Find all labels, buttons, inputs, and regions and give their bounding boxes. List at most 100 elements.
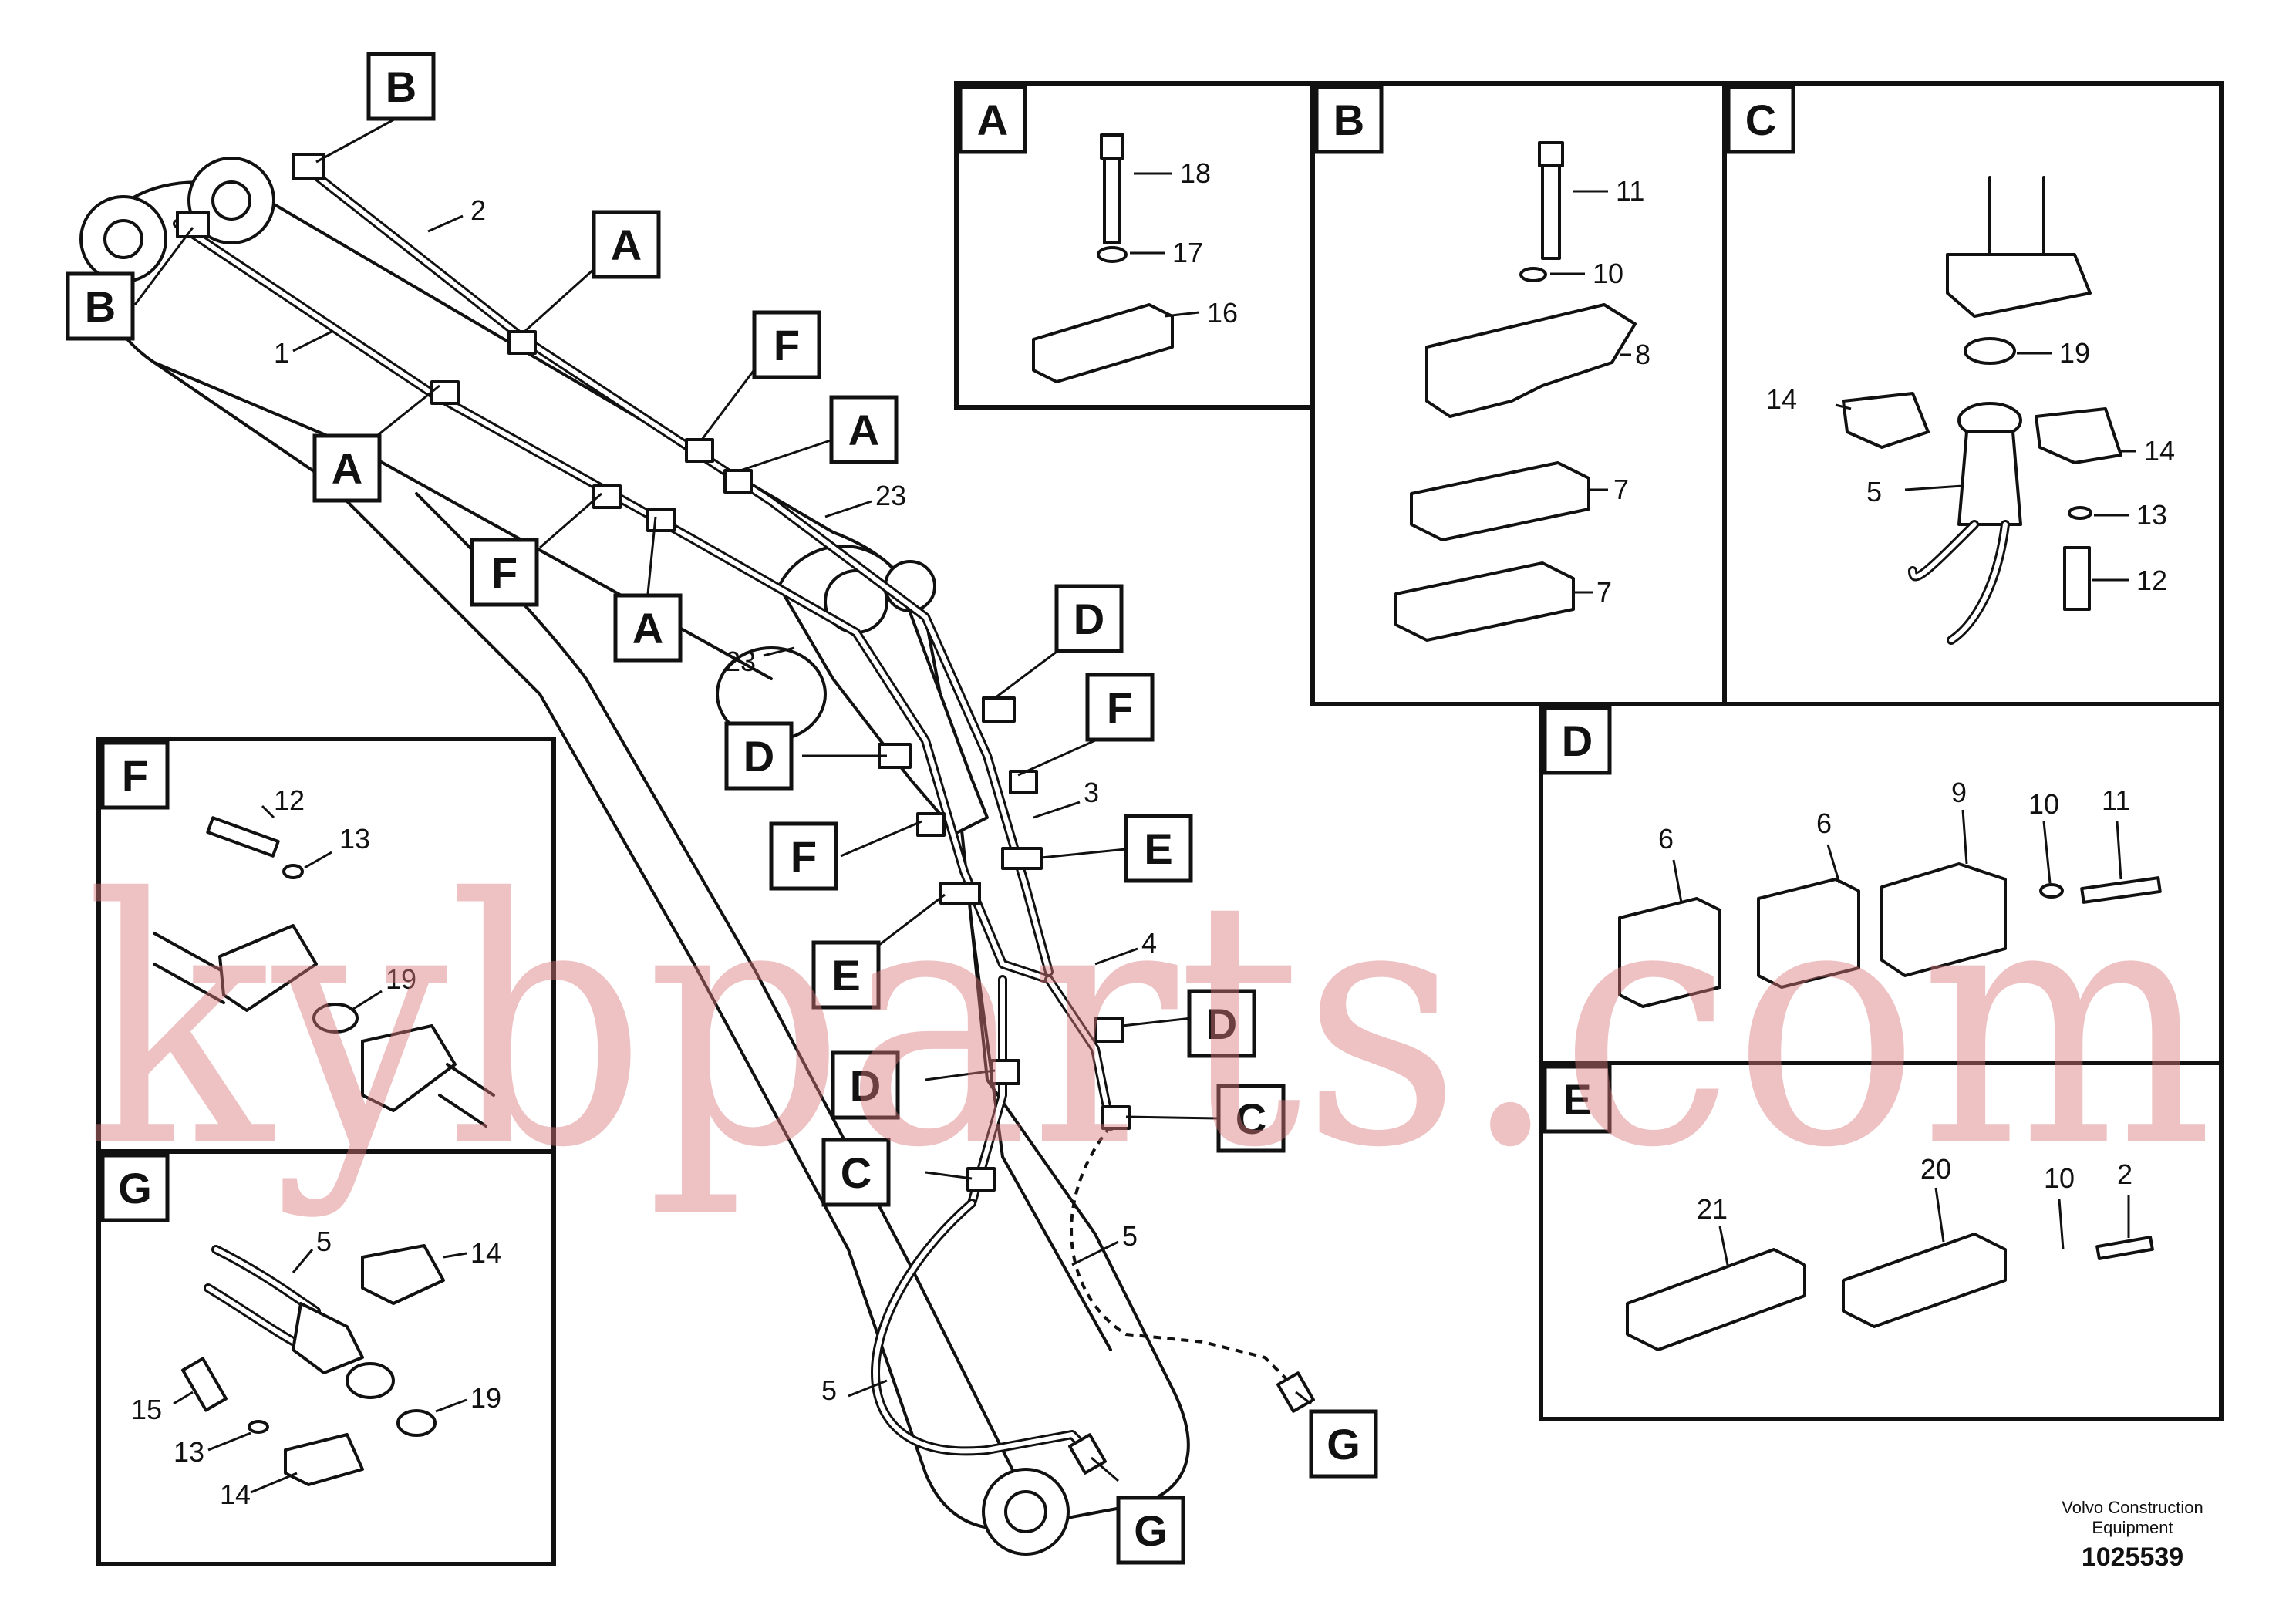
fitting-head-g	[346, 1362, 395, 1399]
callout-e-1[interactable]: E	[1124, 814, 1193, 883]
label-5-left: 5	[821, 1374, 837, 1406]
svg-text:20: 20	[1920, 1153, 1951, 1185]
svg-text:5: 5	[1866, 476, 1882, 508]
tube-f	[153, 932, 225, 1004]
callout-b-left[interactable]: B	[66, 271, 135, 341]
clamp-d-4	[990, 1059, 1020, 1085]
main-leaders	[133, 114, 1312, 1482]
boom-foot-pin-right	[211, 180, 251, 221]
svg-text:2: 2	[2117, 1158, 2132, 1190]
callout-d-2[interactable]: D	[724, 721, 794, 791]
svg-text:10: 10	[1593, 258, 1623, 289]
bolt-18-head	[1100, 133, 1124, 160]
svg-text:15: 15	[131, 1394, 162, 1425]
svg-text:12: 12	[2136, 565, 2167, 596]
svg-text:D: D	[850, 1061, 881, 1110]
callout-d-3[interactable]: D	[1187, 989, 1256, 1058]
svg-text:13: 13	[2136, 499, 2167, 531]
callout-f-1[interactable]: F	[752, 310, 821, 379]
arm-tip-pin	[1004, 1490, 1047, 1533]
svg-text:5: 5	[316, 1226, 332, 1257]
cover-9	[1880, 862, 2007, 977]
callout-a-3[interactable]: A	[829, 395, 899, 464]
clamp-f-4	[916, 812, 946, 837]
svg-text:9: 9	[1951, 777, 1967, 808]
svg-text:B: B	[386, 62, 416, 111]
callout-a-1[interactable]: A	[592, 210, 661, 279]
bolt-15	[181, 1357, 228, 1412]
clamp-20	[1842, 1233, 2007, 1328]
detail-f-tag: F	[122, 751, 148, 800]
svg-text:G: G	[1327, 1420, 1360, 1469]
svg-text:D: D	[1206, 1000, 1237, 1048]
tube-f-mating	[438, 1063, 495, 1128]
svg-text:21: 21	[1697, 1193, 1728, 1225]
detail-f: F 12 13 19	[100, 740, 495, 1128]
label-23-upper: 23	[875, 480, 906, 511]
callout-c-1[interactable]: C	[1216, 1084, 1286, 1153]
svg-text:6: 6	[1658, 823, 1674, 855]
oring-19	[1964, 337, 2016, 365]
svg-text:F: F	[491, 548, 518, 597]
arm-rear-edge	[970, 924, 1112, 1351]
callout-e-2[interactable]: E	[811, 940, 881, 1010]
clamp-half-7-lower	[1394, 561, 1575, 642]
callout-c-2[interactable]: C	[821, 1138, 891, 1207]
svg-text:19: 19	[2059, 337, 2090, 369]
svg-text:B: B	[85, 282, 116, 331]
hose-fitting-body	[1957, 430, 2022, 526]
main-part-numbers: 2 1 23 23 3 4 5 5	[274, 194, 1157, 1406]
callout-f-3[interactable]: F	[1085, 673, 1155, 742]
svg-text:13: 13	[339, 823, 370, 855]
washer-10	[1519, 267, 1547, 282]
svg-text:C: C	[841, 1148, 872, 1197]
split-flange-14-g-upper	[361, 1244, 445, 1305]
svg-text:10: 10	[2044, 1162, 2075, 1194]
bolt-e	[2095, 1236, 2154, 1260]
svg-text:E: E	[1144, 824, 1172, 873]
detail-d-tag: D	[1562, 717, 1593, 765]
callout-a-4[interactable]: A	[613, 593, 683, 663]
svg-text:7: 7	[1596, 576, 1612, 608]
flange-f	[218, 924, 318, 1012]
clamp-f-3	[1009, 770, 1038, 794]
callout-f-4[interactable]: F	[769, 821, 838, 891]
detail-g-tag: G	[118, 1164, 152, 1212]
svg-text:D: D	[1074, 595, 1104, 643]
credit-line-2: Equipment	[2092, 1518, 2173, 1537]
document-number: 1025539	[2082, 1543, 2183, 1572]
callout-d-1[interactable]: D	[1054, 584, 1124, 653]
clamp-f-1	[685, 438, 714, 463]
svg-text:F: F	[791, 832, 817, 881]
clamp-a-1	[507, 330, 537, 355]
detail-panels-left	[96, 737, 556, 1566]
bolt-18-shank	[1103, 157, 1121, 244]
label-1: 1	[274, 337, 289, 369]
svg-text:A: A	[611, 221, 642, 269]
label-4: 4	[1141, 927, 1157, 959]
detail-c: C 19 14 14 5 13 12	[1726, 85, 2175, 645]
clamp-a-4	[646, 508, 676, 532]
svg-text:C: C	[1236, 1094, 1266, 1143]
watermark-text: kybparts.com	[85, 827, 2213, 1222]
hose-fitting-g	[292, 1302, 364, 1374]
callout-b-top[interactable]: B	[366, 52, 436, 121]
clamp-b-lower	[176, 211, 210, 238]
callout-g-2[interactable]: G	[1116, 1496, 1185, 1565]
callout-d-4[interactable]: D	[831, 1050, 900, 1120]
bolt-11-shank	[1541, 164, 1561, 260]
clamp-half-7-upper	[1410, 461, 1590, 541]
clamp-16	[1032, 303, 1174, 383]
callout-f-2[interactable]: F	[470, 538, 539, 607]
oring-19-g	[396, 1409, 437, 1437]
flange-c	[1946, 253, 2092, 318]
svg-text:16: 16	[1207, 297, 1238, 329]
callout-a-2[interactable]: A	[312, 433, 382, 503]
svg-text:G: G	[1134, 1506, 1168, 1555]
clamp-a-3	[723, 469, 753, 494]
clamp-21	[1626, 1248, 1806, 1351]
callout-g-1[interactable]: G	[1309, 1409, 1378, 1479]
detail-a: A 18 17 16	[958, 85, 1238, 383]
label-5-right: 5	[1122, 1220, 1138, 1252]
footer: Volvo Construction Equipment 1025539	[2062, 1498, 2203, 1572]
